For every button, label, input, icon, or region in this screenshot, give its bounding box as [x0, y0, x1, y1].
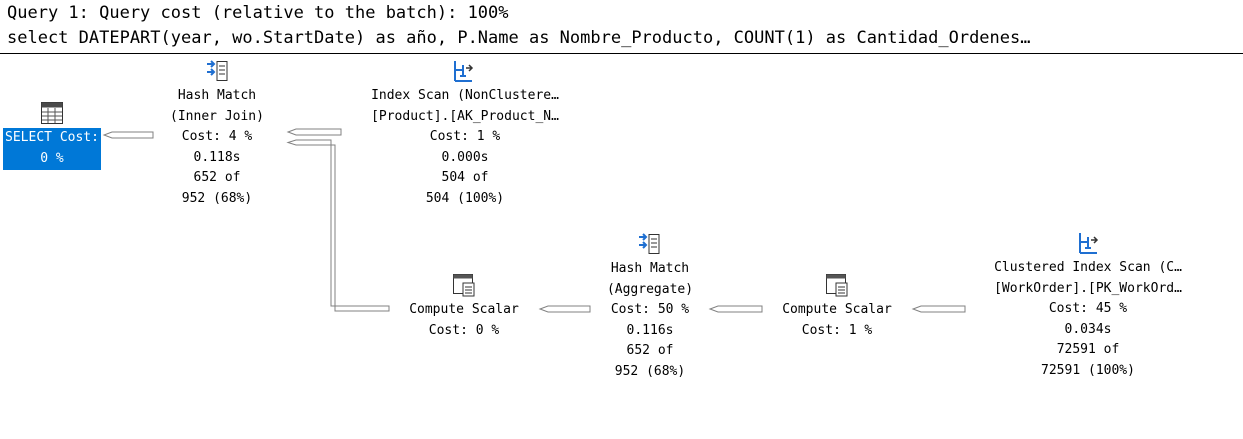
- clustered-scan-cost: Cost: 45 %: [1048, 301, 1128, 317]
- clustered-scan-time: 0.034s: [1064, 321, 1112, 337]
- compute-scalar-icon: [826, 274, 848, 297]
- hash-match-icon: [207, 60, 228, 81]
- clustered-scan-rows-estimated: 72591 (100%): [1041, 362, 1135, 378]
- hash-agg-rows-actual: 652 of: [626, 343, 674, 359]
- index-scan-time: 0.000s: [441, 149, 489, 165]
- clustered-scan-object: [WorkOrder].[PK_WorkOrd…: [994, 280, 1182, 296]
- hash-join-op: Hash Match: [177, 88, 257, 103]
- compute-scalar-1-cost: Cost: 0 %: [428, 322, 500, 338]
- compute-scalar-2-cost: Cost: 1 %: [801, 322, 873, 338]
- hash-join-time: 0.118s: [193, 149, 241, 165]
- hash-match-aggregate-node[interactable]: Hash Match (Aggregate) Cost: 50 % 0.116s…: [578, 259, 722, 383]
- index-scan-op: Index Scan (NonClustere…: [371, 88, 559, 103]
- header-divider: [0, 53, 1243, 54]
- hash-match-join-node[interactable]: Hash Match (Inner Join) Cost: 4 % 0.118s…: [145, 86, 289, 210]
- clustered-scan-op: Clustered Index Scan (C…: [994, 260, 1182, 275]
- hash-join-rows-estimated: 952 (68%): [181, 190, 253, 206]
- compute-scalar-2-op: Compute Scalar: [782, 302, 892, 317]
- select-cost: Cost: 0 %: [40, 130, 99, 166]
- edge-clustered-to-compute2: [911, 305, 966, 313]
- index-scan-rows-actual: 504 of: [441, 170, 489, 186]
- hash-join-sub: (Inner Join): [170, 108, 264, 124]
- select-operator-node[interactable]: SELECT Cost: 0 %: [3, 128, 101, 170]
- edge-join-to-select: [102, 131, 154, 139]
- edge-indexscan-to-join: [286, 128, 342, 136]
- hash-agg-time: 0.116s: [626, 322, 674, 338]
- compute-scalar-node-2[interactable]: Compute Scalar Cost: 1 %: [762, 300, 912, 341]
- query-cost-title: Query 1: Query cost (relative to the bat…: [7, 3, 509, 23]
- hash-join-cost: Cost: 4 %: [181, 129, 253, 145]
- edge-compute1-to-join: [286, 139, 390, 312]
- hash-agg-op: Hash Match: [610, 261, 690, 276]
- hash-agg-cost: Cost: 50 %: [610, 302, 690, 318]
- edge-compute2-to-agg: [708, 305, 763, 313]
- compute-scalar-icon: [453, 274, 475, 297]
- index-scan-node[interactable]: Index Scan (NonClustere… [Product].[AK_P…: [340, 86, 590, 210]
- index-scan-cost: Cost: 1 %: [429, 129, 501, 145]
- index-scan-object: [Product].[AK_Product_N…: [371, 108, 559, 124]
- hash-agg-sub: (Aggregate): [606, 281, 694, 297]
- clustered-index-scan-node[interactable]: Clustered Index Scan (C… [WorkOrder].[PK…: [963, 258, 1213, 382]
- clustered-index-scan-icon: [1079, 233, 1099, 254]
- hash-join-rows-actual: 652 of: [193, 170, 241, 186]
- clustered-scan-rows-actual: 72591 of: [1056, 342, 1120, 358]
- index-scan-icon: [454, 61, 474, 82]
- index-scan-rows-estimated: 504 (100%): [425, 190, 505, 206]
- hash-agg-rows-estimated: 952 (68%): [614, 363, 686, 379]
- select-op-label: SELECT: [5, 130, 52, 145]
- compute-scalar-1-op: Compute Scalar: [409, 302, 519, 317]
- query-text: select DATEPART(year, wo.StartDate) as a…: [7, 28, 1031, 48]
- select-table-icon: [41, 102, 63, 124]
- edge-agg-to-compute1: [538, 305, 591, 313]
- compute-scalar-node-1[interactable]: Compute Scalar Cost: 0 %: [389, 300, 539, 341]
- hash-match-icon: [639, 233, 660, 254]
